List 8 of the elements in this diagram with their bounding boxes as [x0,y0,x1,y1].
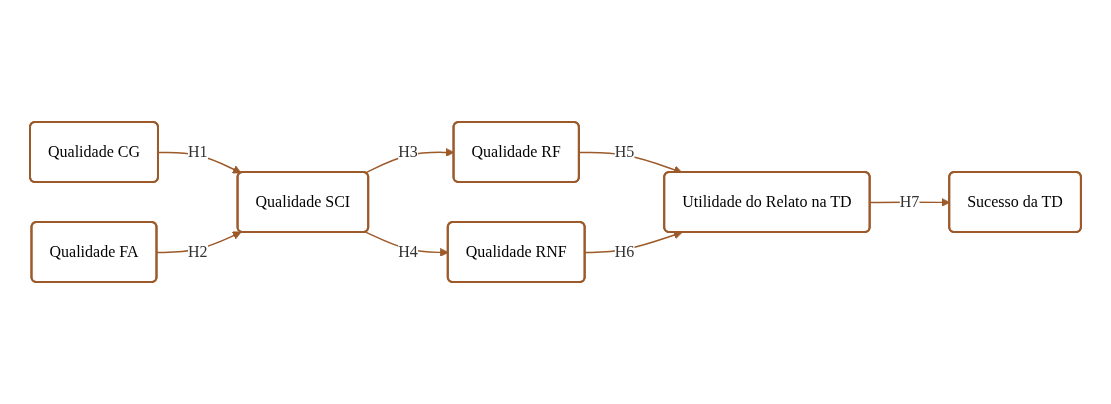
edge-label: H4 [398,243,418,260]
edge-label: H5 [614,143,635,160]
edge-label: H2 [188,243,208,260]
edge-label: H7 [899,193,920,210]
edge-label: H6 [614,243,635,260]
edge-label: H3 [398,143,418,160]
arrow [156,231,242,254]
edge-label: H1 [188,143,208,160]
